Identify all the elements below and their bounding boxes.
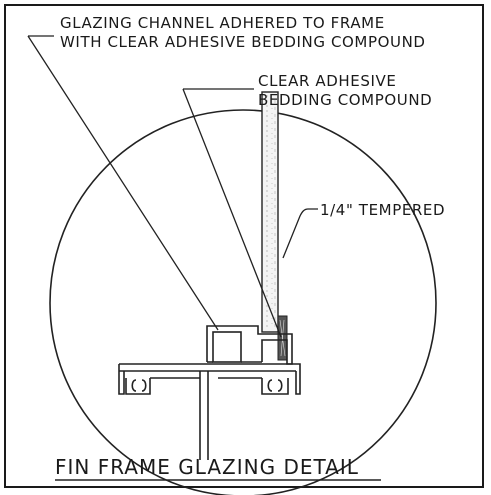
leader-bedding-diagonal	[182, 88, 282, 338]
glass-pane	[261, 91, 279, 333]
bedding-compound	[277, 315, 288, 361]
glazing-channel	[206, 325, 293, 365]
label-bedding-line2: BEDDING COMPOUND	[258, 91, 432, 109]
fin-frame-extrusion	[118, 363, 301, 460]
label-glazing-channel-line2: WITH CLEAR ADHESIVE BEDDING COMPOUND	[60, 33, 426, 51]
leader-glass	[282, 208, 318, 259]
label-glass: 1/4" TEMPERED	[320, 201, 445, 219]
detail-circle	[49, 109, 437, 495]
label-glazing-channel-line1: GLAZING CHANNEL ADHERED TO FRAME	[60, 14, 385, 32]
detail-title: FIN FRAME GLAZING DETAIL	[55, 455, 359, 479]
leader-lines	[27, 35, 318, 338]
drawing-border	[4, 4, 484, 488]
leader-glazing-channel-diagonal	[27, 35, 219, 331]
label-bedding-line1: CLEAR ADHESIVE	[258, 72, 396, 90]
